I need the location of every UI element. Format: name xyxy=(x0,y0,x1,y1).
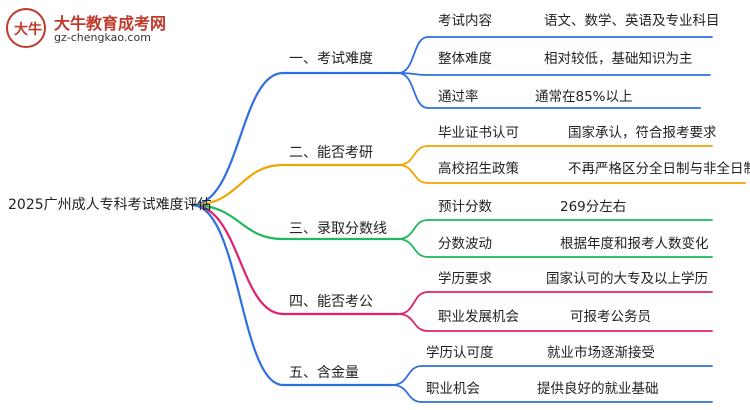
branch-5-leaf-2-key: 职业机会 xyxy=(426,381,480,397)
site-logo[interactable]: 大牛 大牛教育成考网 gz-chengkao.com xyxy=(6,8,206,52)
branch-3-leaf-1-key: 预计分数 xyxy=(438,199,492,215)
branch-1-leaf-3-value: 通常在85%以上 xyxy=(535,89,633,105)
branch-2-leaf-1-key: 毕业证书认可 xyxy=(438,125,519,141)
branch-2-leaf-1-value: 国家承认，符合报考要求 xyxy=(568,125,717,141)
branch-4-leaf-1-connector xyxy=(397,291,429,315)
logo-url: gz-chengkao.com xyxy=(54,31,151,44)
branch-4-leaf-2-connector xyxy=(397,313,429,332)
branch-5-connector xyxy=(190,203,285,387)
branch-1-leaf-3-key: 通过率 xyxy=(438,89,479,105)
branch-1-leaf-2-key: 整体难度 xyxy=(438,51,492,67)
logo-icon: 大牛 xyxy=(6,8,46,48)
branch-1-leaf-2-value: 相对较低，基础知识为主 xyxy=(544,51,693,67)
branch-2-leaf-1-connector xyxy=(397,145,429,166)
branch-5-leaf-2-value: 提供良好的就业基础 xyxy=(537,381,659,397)
branch-3-label: 三、录取分数线 xyxy=(289,221,387,237)
branch-4-leaf-2-value: 可报考公务员 xyxy=(570,309,651,325)
branch-4-leaf-2-key: 职业发展机会 xyxy=(438,309,519,325)
branch-5-leaf-1-key: 学历认可度 xyxy=(426,345,494,361)
branch-2-leaf-2-key: 高校招生政策 xyxy=(438,161,519,177)
branch-3-leaf-2-connector xyxy=(397,238,429,258)
branch-4-leaf-1-value: 国家认可的大专及以上学历 xyxy=(546,271,708,287)
branch-1-label: 一、考试难度 xyxy=(289,51,373,67)
branch-4-connector xyxy=(190,203,285,316)
branch-4-leaf-1-key: 学历要求 xyxy=(438,271,492,287)
branch-4-label: 四、能否考公 xyxy=(289,294,373,310)
branch-3-connector xyxy=(190,203,285,241)
branch-3-leaf-2-key: 分数波动 xyxy=(438,236,492,252)
branch-1-leaf-1-key: 考试内容 xyxy=(438,13,492,29)
branch-1-leaf-1-connector xyxy=(397,36,429,74)
branch-1-leaf-1-value: 语文、数学、英语及专业科目 xyxy=(544,13,720,29)
root-node: 2025广州成人专科考试难度评估 xyxy=(8,197,212,213)
branch-5-leaf-1-value: 就业市场逐渐接受 xyxy=(547,345,655,361)
branch-3-leaf-2-value: 根据年度和报考人数变化 xyxy=(560,236,709,252)
branch-5-leaf-2-connector xyxy=(391,384,423,403)
branch-2-leaf-2-value: 不再严格区分全日制与非全日制 xyxy=(568,161,750,177)
branch-2-label: 二、能否考研 xyxy=(289,145,373,161)
branch-1-leaf-3-connector xyxy=(397,72,429,109)
branch-2-leaf-2-connector xyxy=(397,164,429,184)
branch-3-leaf-1-value: 269分左右 xyxy=(560,199,627,215)
branch-2-connector xyxy=(190,163,285,207)
branch-1-connector xyxy=(190,71,285,207)
branch-5-label: 五、含金量 xyxy=(289,365,359,381)
logo-mark: 大牛 xyxy=(14,22,42,38)
branch-3-leaf-1-connector xyxy=(397,219,429,240)
branch-5-leaf-1-connector xyxy=(391,365,423,386)
logo-title: 大牛教育成考网 xyxy=(54,14,167,33)
